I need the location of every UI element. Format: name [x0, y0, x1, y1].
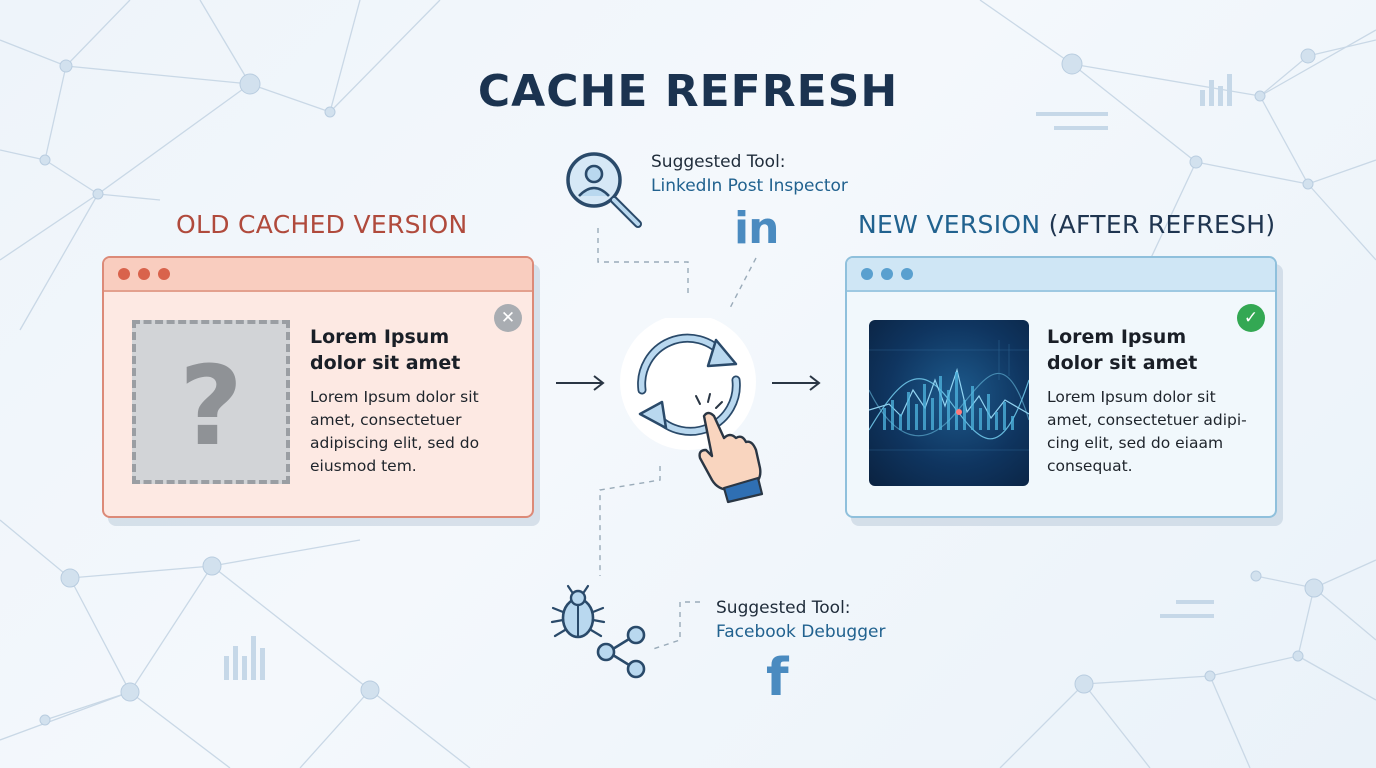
window-dot: [901, 268, 913, 280]
window-dot: [861, 268, 873, 280]
share-icon: [596, 625, 646, 679]
linkedin-icon: in: [734, 203, 779, 254]
facebook-tool-name: Facebook Debugger: [716, 622, 886, 642]
refresh-icon: [620, 318, 764, 504]
new-card-body: Lorem Ipsum dolor sit amet, consectetuer…: [1047, 388, 1247, 475]
pointing-hand-icon: [695, 393, 764, 504]
window-dot: [881, 268, 893, 280]
window-dot: [158, 268, 170, 280]
financial-chart-image: [869, 320, 1029, 486]
new-card-title: Lorem Ipsum dolor sit amet: [1047, 326, 1198, 374]
facebook-tool-label: Suggested Tool: Facebook Debugger: [716, 596, 885, 644]
suggested-tool-caption: Suggested Tool:: [716, 598, 851, 618]
old-card-body: Lorem Ipsum dolor sit amet, consectetuer…: [310, 388, 480, 475]
new-version-heading-accent: NEW VERSION: [858, 210, 1041, 239]
browser-title-bar: [847, 258, 1275, 292]
window-dot: [138, 268, 150, 280]
close-icon: ✕: [494, 304, 522, 332]
facebook-icon: f: [766, 648, 789, 708]
bug-icon: [550, 584, 606, 639]
new-version-heading-rest: (AFTER REFRESH): [1040, 210, 1276, 239]
question-mark-icon: ?: [179, 342, 243, 470]
new-version-card: Lorem Ipsum dolor sit amet Lorem Ipsum d…: [845, 256, 1277, 518]
old-cached-card: ? Lorem Ipsum dolor sit amet Lorem Ipsum…: [102, 256, 534, 518]
linkedin-tool-label: Suggested Tool: LinkedIn Post Inspector: [651, 150, 848, 198]
linkedin-tool-name: LinkedIn Post Inspector: [651, 176, 848, 196]
old-version-heading: OLD CACHED VERSION: [176, 210, 468, 239]
check-icon: ✓: [1237, 304, 1265, 332]
missing-image-placeholder: ?: [132, 320, 290, 484]
old-card-title: Lorem Ipsum dolor sit amet: [310, 326, 461, 374]
magnifier-user-icon: [566, 152, 642, 228]
suggested-tool-caption: Suggested Tool:: [651, 152, 786, 172]
window-dot: [118, 268, 130, 280]
page-title: CACHE REFRESH: [477, 66, 899, 117]
chart-illustration: [869, 340, 1029, 451]
browser-title-bar: [104, 258, 532, 292]
new-version-heading: NEW VERSION (AFTER REFRESH): [858, 210, 1275, 239]
